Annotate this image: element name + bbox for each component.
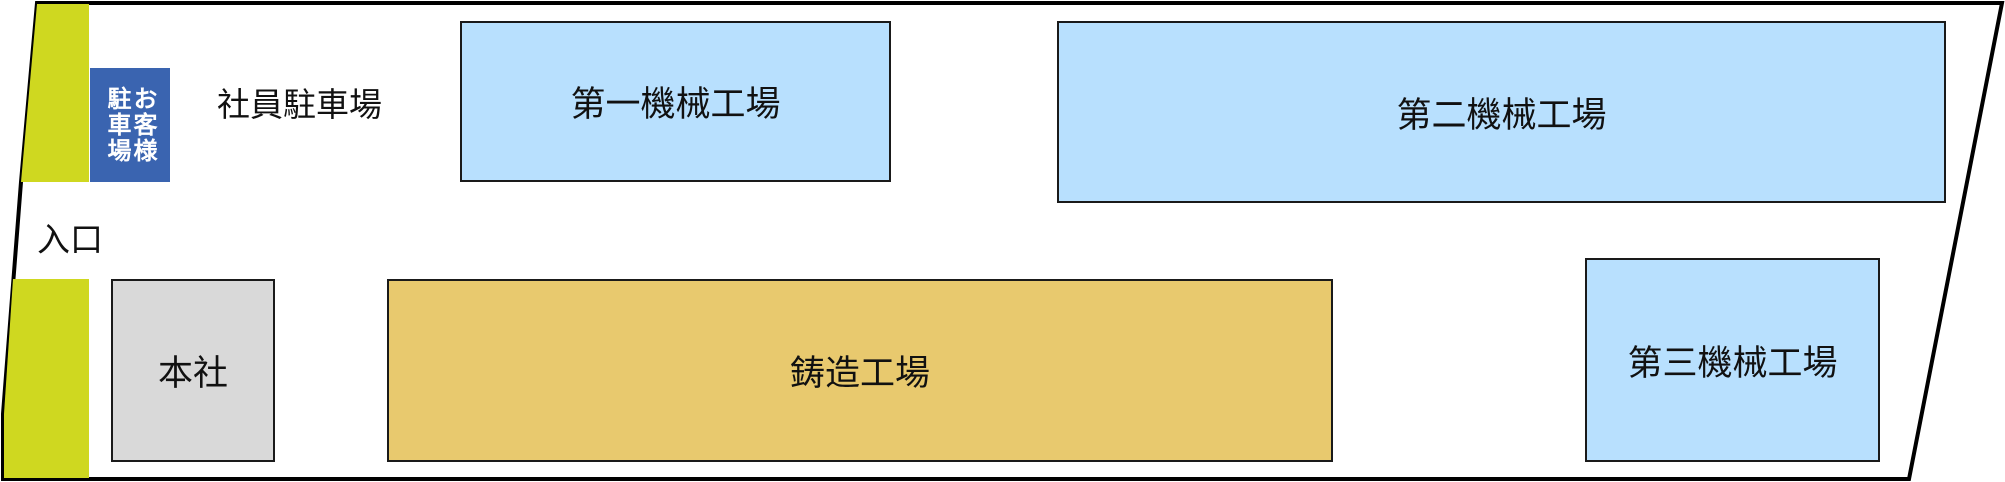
employee-parking-label: 社員駐車場 [217, 85, 382, 124]
factory-3: 第三機械工場 [1585, 258, 1880, 462]
guest-parking-label-line2: 駐車場 [103, 86, 131, 164]
foundry-label: 鋳造工場 [789, 354, 930, 394]
entrance-label: 入口 [37, 220, 103, 259]
factory-3-label: 第三機械工場 [1627, 343, 1838, 384]
head-office-label: 本社 [157, 354, 228, 394]
guest-parking-label: お客様 駐車場 [90, 68, 170, 182]
guest-parking-area [90, 68, 170, 182]
head-office: 本社 [111, 279, 275, 462]
factory-1: 第一機械工場 [460, 21, 891, 182]
roadside-strip-top [21, 4, 89, 182]
factory-2-label: 第二機械工場 [1396, 95, 1607, 136]
factory-2: 第二機械工場 [1057, 21, 1946, 203]
roadside-strip-bottom [4, 279, 89, 478]
guest-parking-label-line1: お客様 [129, 86, 157, 164]
factory-1-label: 第一機械工場 [570, 85, 781, 125]
foundry: 鋳造工場 [387, 279, 1333, 462]
